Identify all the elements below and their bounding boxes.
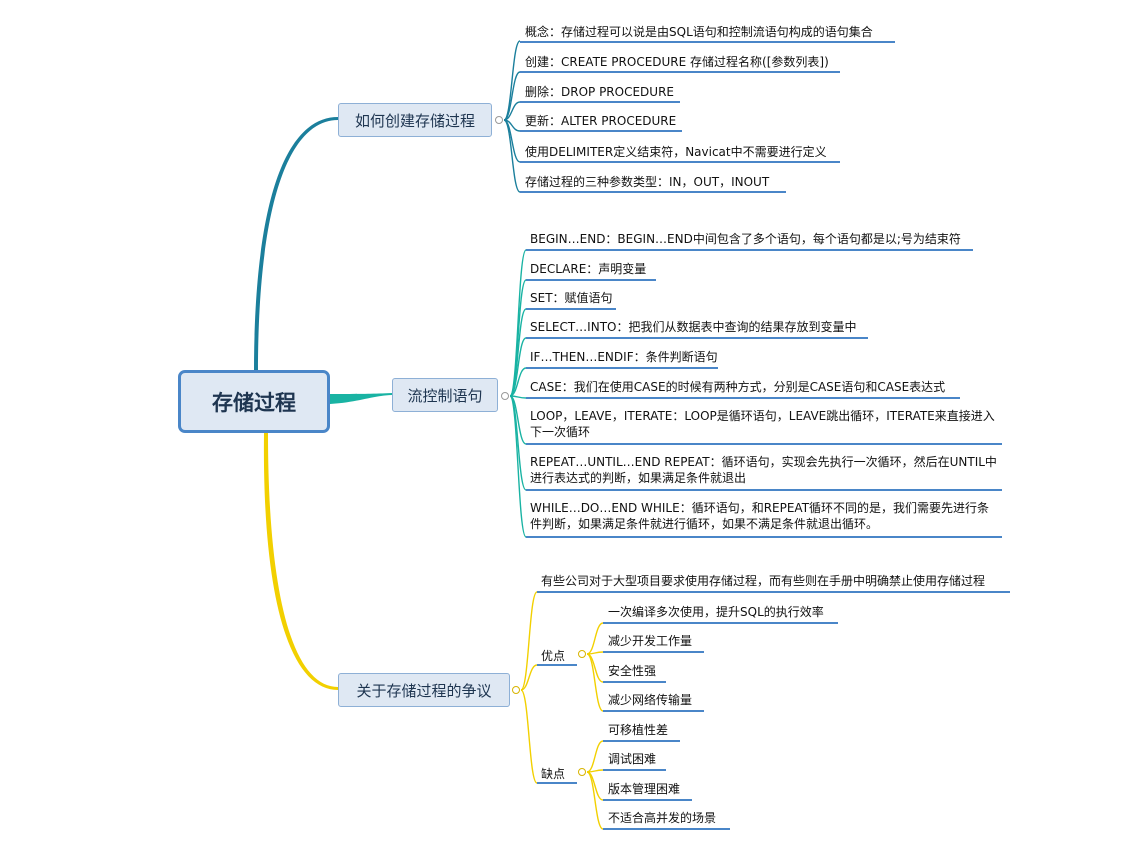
collapse-toggle-icon[interactable] [501, 392, 509, 400]
collapse-toggle-icon[interactable] [578, 768, 586, 776]
flow-underlines [526, 249, 1002, 538]
flow-item-select-into[interactable]: SELECT…INTO：把我们从数据表中查询的结果存放到变量中 [530, 320, 857, 334]
pros-item[interactable]: 一次编译多次使用，提升SQL的执行效率 [608, 605, 824, 619]
debate-children-lines [520, 591, 604, 830]
group-cons[interactable]: 缺点 [541, 767, 566, 781]
group-pros[interactable]: 优点 [541, 649, 566, 663]
flow-item-if[interactable]: IF…THEN…ENDIF：条件判断语句 [530, 350, 718, 364]
flow-item-declare[interactable]: DECLARE：声明变量 [530, 262, 647, 276]
flow-item-repeat[interactable]: REPEAT…UNTIL…END REPEAT：循环语句，实现会先执行一次循环，… [530, 455, 997, 485]
topic-debate[interactable]: 关于存储过程的争议 [338, 673, 510, 707]
cons-item[interactable]: 可移植性差 [608, 723, 669, 737]
flow-item-loop[interactable]: LOOP，LEAVE，ITERATE：LOOP是循环语句，LEAVE跳出循环，I… [530, 409, 995, 439]
flow-item-while[interactable]: WHILE…DO…END WHILE：循环语句，和REPEAT循环不同的是，我们… [530, 501, 990, 531]
flow-item-case[interactable]: CASE：我们在使用CASE的时候有两种方式，分别是CASE语句和CASE表达式 [530, 380, 946, 394]
cons-item[interactable]: 调试困难 [608, 752, 657, 766]
create-item-drop[interactable]: 删除：DROP PROCEDURE [525, 85, 674, 99]
create-item-create[interactable]: 创建：CREATE PROCEDURE 存储过程名称([参数列表]) [525, 55, 829, 69]
branch-connector-create [254, 117, 338, 372]
cons-item[interactable]: 不适合高并发的场景 [608, 811, 717, 825]
collapse-toggle-icon[interactable] [578, 650, 586, 658]
create-item-alter[interactable]: 更新：ALTER PROCEDURE [525, 114, 677, 128]
pros-item[interactable]: 减少开发工作量 [608, 634, 693, 648]
debate-underlines [537, 591, 1010, 830]
topic-create-procedure[interactable]: 如何创建存储过程 [338, 103, 492, 137]
root-topic[interactable]: 存储过程 [178, 370, 330, 433]
branch-connector-flow [330, 393, 392, 404]
topic-flow-control[interactable]: 流控制语句 [392, 378, 498, 412]
create-underlines [520, 41, 895, 193]
debate-intro[interactable]: 有些公司对于大型项目要求使用存储过程，而有些则在手册中明确禁止使用存储过程 [541, 574, 986, 588]
branch-connector-debate [263, 433, 338, 690]
create-item-param-types[interactable]: 存储过程的三种参数类型：IN，OUT，INOUT [525, 175, 770, 189]
flow-children-lines [509, 249, 527, 538]
pros-item[interactable]: 安全性强 [608, 664, 657, 678]
cons-item[interactable]: 版本管理困难 [608, 782, 681, 796]
pros-item[interactable]: 减少网络传输量 [608, 693, 693, 707]
create-item-delimiter[interactable]: 使用DELIMITER定义结束符，Navicat中不需要进行定义 [525, 145, 827, 159]
collapse-toggle-icon[interactable] [495, 116, 503, 124]
create-children-lines [503, 40, 521, 193]
collapse-toggle-icon[interactable] [512, 686, 520, 694]
flow-item-set[interactable]: SET：赋值语句 [530, 291, 613, 305]
flow-item-begin-end[interactable]: BEGIN…END：BEGIN…END中间包含了多个语句，每个语句都是以;号为结… [530, 232, 961, 246]
create-item-concept[interactable]: 概念：存储过程可以说是由SQL语句和控制流语句构成的语句集合 [525, 25, 873, 39]
